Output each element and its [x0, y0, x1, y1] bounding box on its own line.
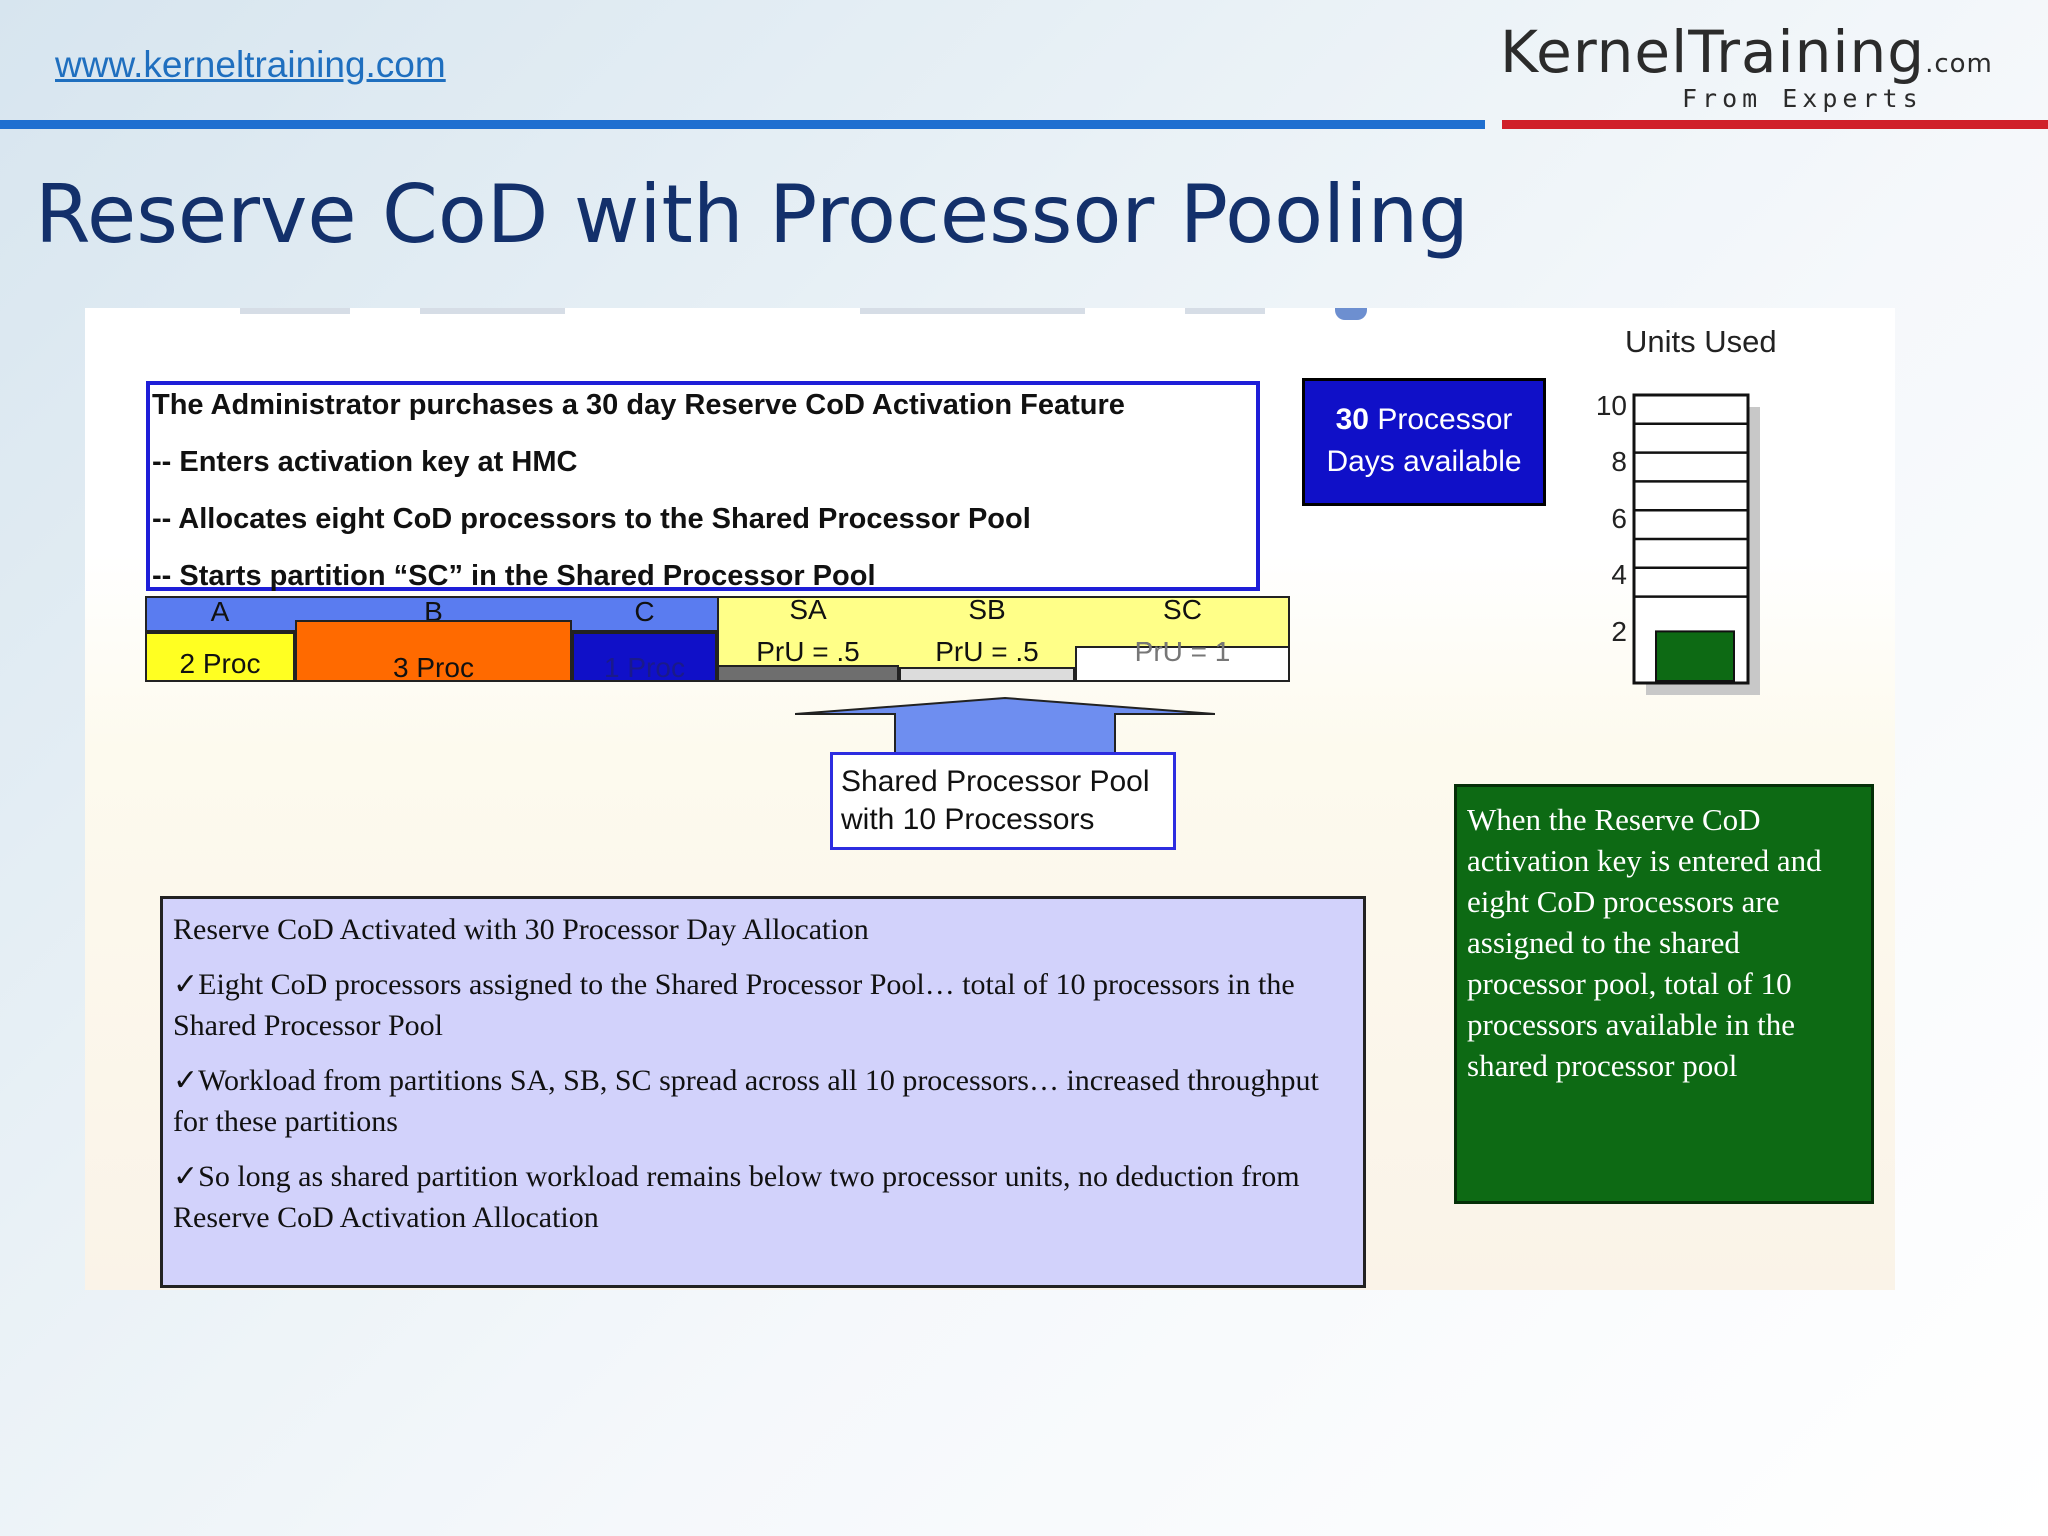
gauge-fill: [1655, 630, 1735, 682]
logo-suffix: .com: [1925, 49, 1993, 79]
scan-artifact: [860, 308, 1085, 314]
gauge-tick: 10: [1595, 390, 1627, 421]
summary-bullet: ✓Eight CoD processors assigned to the Sh…: [173, 968, 1295, 1042]
gauge-tick: 6: [1611, 503, 1627, 534]
partition-sb-name: SB: [968, 594, 1006, 625]
scan-artifact: [240, 308, 350, 314]
partition-sb-bar: [899, 667, 1075, 682]
scan-artifact: [1185, 308, 1265, 314]
logo-tagline: From Experts: [1682, 84, 1923, 113]
summary-bullet: ✓So long as shared partition workload re…: [173, 1160, 1300, 1234]
slide-title: Reserve CoD with Processor Pooling: [35, 168, 1469, 261]
site-link[interactable]: www.kerneltraining.com: [55, 44, 446, 85]
diagram-panel: The Administrator purchases a 30 day Res…: [85, 308, 1895, 1290]
summary-heading: Reserve CoD Activated with 30 Processor …: [173, 913, 869, 946]
scan-artifact: [420, 308, 565, 314]
partition-a-name: A: [210, 596, 230, 627]
gauge-tick: 4: [1611, 559, 1627, 590]
partition-b-label: 3 Proc: [393, 652, 474, 683]
partition-c-label: 1 Proc: [604, 652, 685, 683]
partition-sc-name: SC: [1163, 594, 1202, 625]
units-used-gauge: [1632, 393, 1760, 695]
green-note-box: When the Reserve CoD activation key is e…: [1454, 784, 1874, 1204]
processor-days-label: Processor: [1377, 403, 1513, 436]
partition-sa-bar: [717, 665, 899, 682]
partition-a-block: [145, 632, 295, 682]
brand-logo: KernelTraining.com: [1500, 18, 1993, 86]
shared-pool-line1: Shared Processor Pool: [841, 765, 1150, 798]
shared-pool-box: Shared Processor Pool with 10 Processors: [830, 752, 1176, 850]
partition-sc-label-overlay: PrU = 1: [1134, 636, 1231, 667]
summary-box: Reserve CoD Activated with 30 Processor …: [160, 896, 1366, 1288]
admin-step: -- Starts partition “SC” in the Shared P…: [152, 560, 876, 592]
administrator-steps-box: The Administrator purchases a 30 day Res…: [146, 381, 1260, 592]
shared-pool-arrow: [795, 696, 1215, 755]
scan-artifact: [1335, 308, 1367, 320]
processor-days-line2: Days available: [1326, 445, 1522, 478]
header-rule-red: [1502, 120, 2048, 129]
processor-days-box: 30 Processor Days available: [1302, 378, 1546, 506]
partition-b-block: [295, 620, 572, 682]
summary-bullet: ✓Workload from partitions SA, SB, SC spr…: [173, 1064, 1319, 1138]
partition-sc-bar: [1075, 646, 1290, 682]
partition-sa-label: PrU = .5: [756, 636, 860, 667]
processor-days-number: 30: [1335, 403, 1369, 436]
partition-sb-label: PrU = .5: [935, 636, 1039, 667]
partition-sa-name: SA: [789, 594, 827, 625]
logo-name: KernelTraining: [1500, 18, 1926, 86]
admin-step: The Administrator purchases a 30 day Res…: [152, 389, 1125, 421]
partition-b-name: B: [424, 596, 443, 627]
admin-step: -- Enters activation key at HMC: [152, 446, 578, 478]
units-used-title: Units Used: [1625, 324, 1777, 359]
shared-pool-line2: with 10 Processors: [841, 803, 1095, 836]
admin-step: -- Allocates eight CoD processors to the…: [152, 503, 1031, 535]
partition-c-name: C: [634, 596, 655, 627]
partition-c-block: [572, 632, 717, 682]
header-rule-blue: [0, 120, 1485, 129]
partition-a-label: 2 Proc: [179, 648, 261, 679]
gauge-tick: 2: [1611, 616, 1627, 647]
gauge-tick: 8: [1611, 446, 1627, 477]
